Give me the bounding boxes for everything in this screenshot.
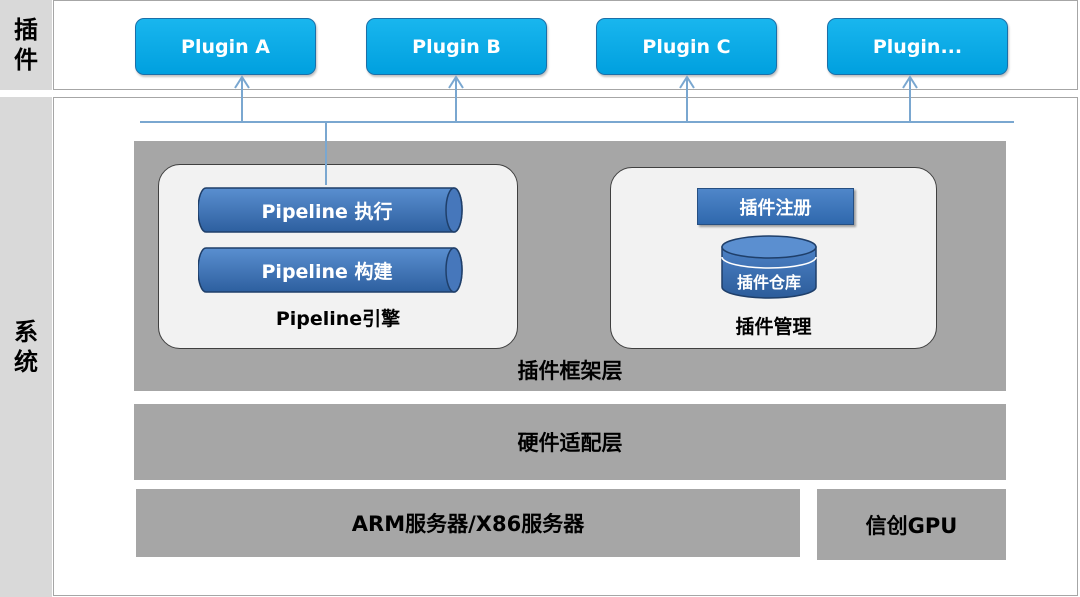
plugin-register-button[interactable]: 插件注册 [697, 188, 854, 225]
plugin-framework-title: 插件框架层 [517, 359, 623, 383]
plugin-c-button[interactable]: Plugin C [596, 18, 777, 75]
plugin-repository-label: 插件仓库 [736, 273, 801, 292]
servers-block: ARM服务器/X86服务器 [136, 489, 800, 557]
hardware-adaptation-layer: 硬件适配层 [134, 404, 1006, 480]
system-side-label: 系 统 [0, 97, 52, 597]
gpu-block: 信创GPU [817, 489, 1006, 560]
pipeline-build-label: Pipeline 构建 [261, 260, 393, 283]
pipeline-exec-cylinder [198, 187, 463, 233]
pipeline-exec-label: Pipeline 执行 [261, 200, 393, 223]
plugin-repository-icon [721, 235, 817, 299]
plugin-management-caption: 插件管理 [735, 316, 812, 338]
plugin-b-button[interactable]: Plugin B [366, 18, 547, 75]
plugin-a-button[interactable]: Plugin A [135, 18, 316, 75]
plugin-more-button[interactable]: Plugin... [827, 18, 1008, 75]
pipeline-build-cylinder [198, 247, 463, 293]
plugin-side-label: 插 件 [0, 0, 52, 90]
pipeline-engine-caption: Pipeline引擎 [275, 308, 401, 330]
